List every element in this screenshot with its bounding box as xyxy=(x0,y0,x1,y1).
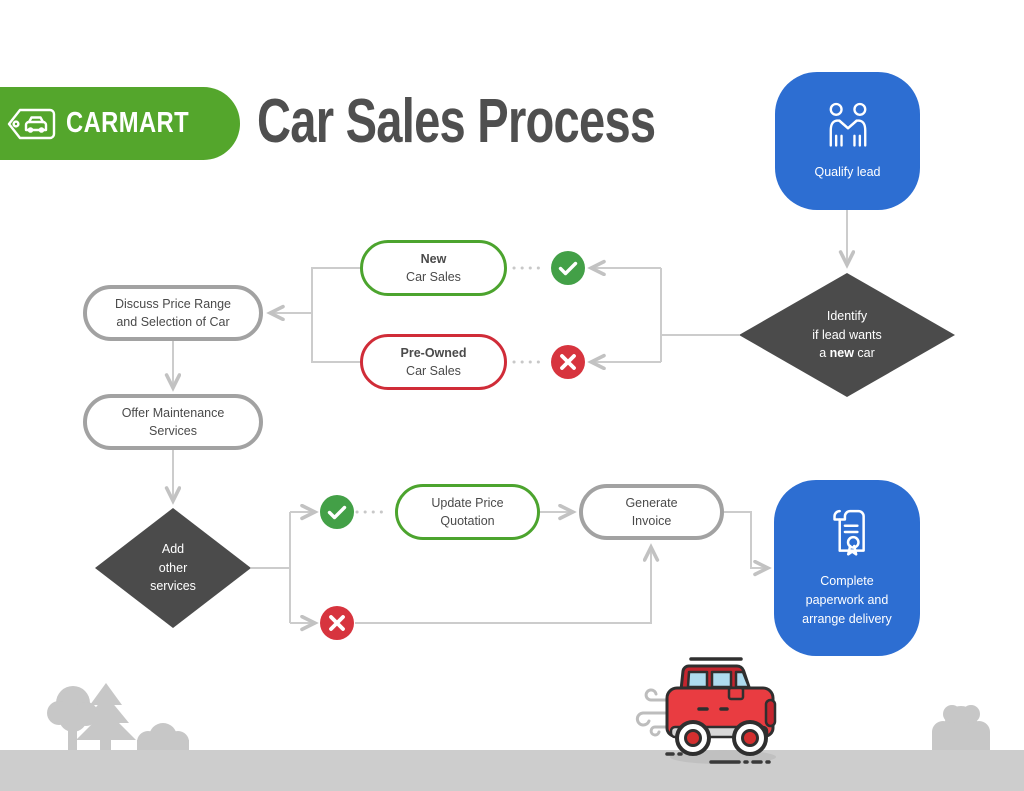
node-new-car-sales: New Car Sales xyxy=(360,240,507,296)
ground-strip xyxy=(0,750,1024,791)
node-label-line: Identify xyxy=(826,308,868,323)
node-label-line: a new car xyxy=(819,346,875,361)
cross-icon xyxy=(551,345,585,379)
node-label-line: Pre-Owned xyxy=(400,345,467,360)
node-label-line: Invoice xyxy=(631,514,672,528)
node-label-line: if lead wants xyxy=(812,327,882,342)
car-tag-icon xyxy=(7,108,56,139)
node-label-line: arrange delivery xyxy=(802,611,892,626)
node-label-line: New xyxy=(420,251,447,266)
trees-left xyxy=(47,683,189,750)
node-label-line: Quotation xyxy=(440,514,495,528)
node-update-quotation: Update Price Quotation xyxy=(395,484,540,540)
node-label-line: Car Sales xyxy=(406,364,461,378)
node-discuss-price: Discuss Price Range and Selection of Car xyxy=(83,285,263,341)
brand-logo: CARMART xyxy=(0,87,240,160)
node-label-line: Discuss Price Range xyxy=(114,296,231,311)
node-label-line: Add xyxy=(161,541,185,556)
node-label-line: Services xyxy=(149,424,197,438)
node-label-line: other xyxy=(158,560,188,575)
cross-icon xyxy=(320,606,354,640)
node-label-line: Car Sales xyxy=(406,270,461,284)
node-pre-owned-sales: Pre-Owned Car Sales xyxy=(360,334,507,390)
brand-name: CARMART xyxy=(65,107,189,139)
node-offer-maintenance: Offer Maintenance Services xyxy=(83,394,263,450)
check-icon xyxy=(320,495,354,529)
node-label-line: Update Price xyxy=(431,495,504,510)
node-label-line: Complete xyxy=(820,574,874,589)
certificate-icon xyxy=(833,510,865,556)
node-generate-invoice: Generate Invoice xyxy=(579,484,724,540)
node-label: Qualify lead xyxy=(814,164,881,179)
handshake-icon xyxy=(829,102,866,147)
node-qualify-lead: Qualify lead xyxy=(775,72,920,210)
bush-right xyxy=(932,705,990,750)
node-label-line: and Selection of Car xyxy=(116,315,230,329)
node-label-line: Offer Maintenance xyxy=(121,405,225,420)
node-complete-paperwork: Complete paperwork and arrange delivery xyxy=(774,480,920,656)
node-label-line: Generate xyxy=(625,495,678,510)
page-title: Car Sales Process xyxy=(257,87,656,156)
car-illustration xyxy=(633,650,791,775)
check-icon xyxy=(551,251,585,285)
node-label-line: services xyxy=(150,579,196,594)
node-label-line: paperwork and xyxy=(805,593,889,608)
